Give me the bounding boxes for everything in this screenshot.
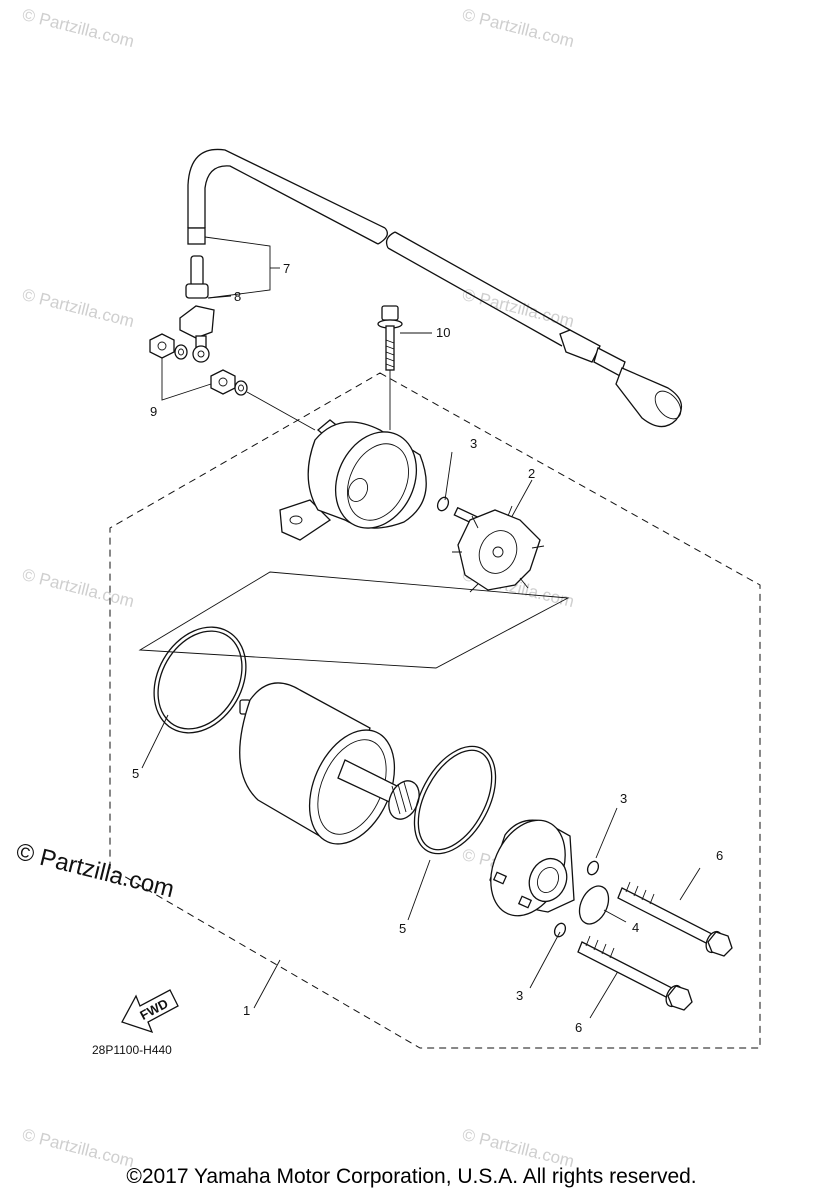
callout-6: 6 [575,1020,582,1035]
callout-3: 3 [516,988,523,1003]
brush-holder [452,505,545,593]
o-ring-5b [413,745,497,855]
callout-5: 5 [132,766,139,781]
callout-1: 1 [243,1003,250,1018]
through-bolt-lower [577,935,693,1011]
callout-2: 2 [528,466,535,481]
bolt-10 [377,305,403,371]
front-cover [489,819,575,917]
cable-terminal [179,227,215,363]
inner-outline [138,571,570,669]
o-ring-3c [553,922,567,938]
fwd-arrow: FWD [121,989,179,1034]
assembly-boundary [109,372,761,1049]
callout-9: 9 [150,404,157,419]
nuts-washers [149,333,248,396]
o-ring-3b [586,860,600,876]
leader-lines [141,236,701,1019]
callout-7: 7 [283,261,290,276]
callout-3: 3 [470,436,477,451]
callout-5: 5 [399,921,406,936]
o-ring-5a [153,626,247,734]
callout-4: 4 [632,920,639,935]
o-ring-3a [436,496,450,512]
callout-8: 8 [234,289,241,304]
o-ring-4 [578,885,610,925]
callout-3: 3 [620,791,627,806]
diagram-code: 28P1100-H440 [92,1043,172,1057]
callout-6: 6 [716,848,723,863]
starter-cable [187,148,683,428]
rear-cover [279,419,427,541]
callout-10: 10 [436,325,450,340]
motor-yoke [239,682,420,845]
through-bolt-upper [617,881,733,957]
copyright-notice: ©2017 Yamaha Motor Corporation, U.S.A. A… [126,1165,697,1188]
